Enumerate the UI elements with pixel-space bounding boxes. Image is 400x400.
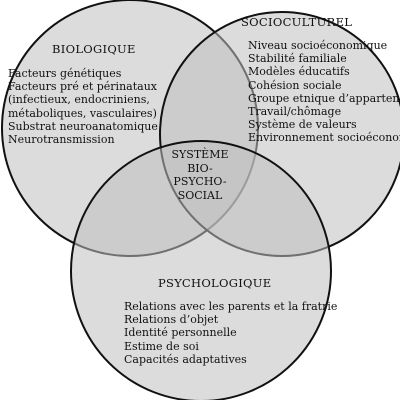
psychologique-item: Identité personnelle <box>124 326 237 340</box>
socioculturel-item: Groupe etnique d’appartenance <box>248 91 400 105</box>
psychologique-item: Capacités adaptatives <box>124 352 247 366</box>
center-label: SYSTÈME BIO- PSYCHO- SOCIAL <box>168 148 232 202</box>
socioculturel-item: Travail/chômage <box>248 105 342 119</box>
socioculturel-item: Niveau socioéconomique <box>248 39 388 52</box>
biologique-item: Substrat neuroanatomique <box>8 119 158 133</box>
biologique-title: BIOLOGIQUE <box>52 42 136 56</box>
socioculturel-item: Système de valeurs <box>248 118 357 132</box>
center-line: SOCIAL <box>177 188 223 202</box>
socioculturel-title: SOCIOCULTUREL <box>241 15 353 29</box>
biologique-item: Facteurs génétiques <box>8 67 122 80</box>
biologique-item: (infectieux, endocriniens, <box>8 93 150 107</box>
psychologique-item: Estime de soi <box>124 339 199 353</box>
psychologique-item: Relations d’objet <box>124 313 219 327</box>
psychologique-title: PSYCHOLOGIQUE <box>158 276 272 290</box>
socioculturel-item: Cohésion sociale <box>248 78 342 92</box>
socioculturel-items: Niveau socioéconomique Stabilité familia… <box>248 39 400 145</box>
psychologique-items: Relations avec les parents et la fratrie… <box>124 300 337 366</box>
biologique-item: métaboliques, vasculaires) <box>8 106 157 120</box>
center-line: SYSTÈME <box>171 148 229 161</box>
center-line: BIO- <box>187 161 213 175</box>
socioculturel-item: Environnement socioéconomique <box>248 131 400 145</box>
socioculturel-item: Stabilité familiale <box>248 52 347 66</box>
center-line: PSYCHO- <box>173 175 227 188</box>
biologique-items: Facteurs génétiques Facteurs pré et péri… <box>8 67 158 146</box>
biologique-item: Facteurs pré et périnataux <box>8 80 157 94</box>
psychologique-item: Relations avec les parents et la fratrie <box>124 300 338 313</box>
biologique-item: Neurotransmission <box>8 133 115 147</box>
socioculturel-item: Modèles éducatifs <box>248 65 350 79</box>
circle-psychologique <box>70 140 332 400</box>
